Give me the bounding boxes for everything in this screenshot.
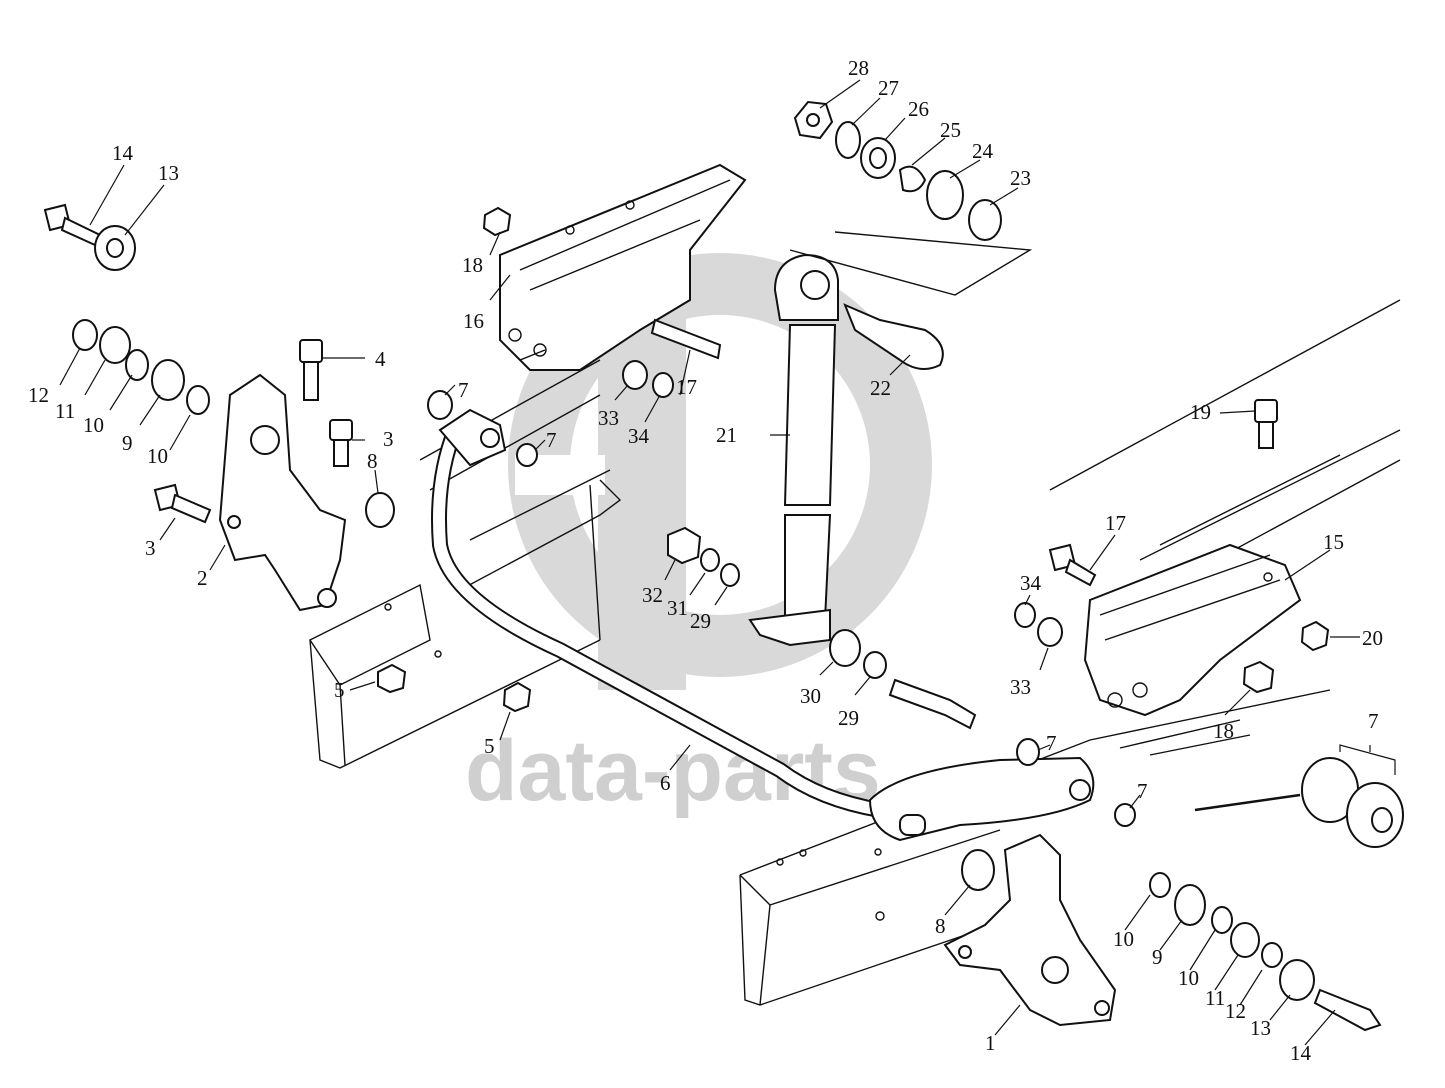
callout-c10b: 10 — [147, 444, 168, 468]
callout-c12a: 12 — [28, 383, 49, 407]
callout-c22: 22 — [870, 376, 891, 400]
callout-c2: 2 — [197, 566, 208, 590]
callout-c21: 21 — [716, 423, 737, 447]
callout-c20: 20 — [1362, 626, 1383, 650]
callout-c9b: 9 — [1152, 945, 1163, 969]
stabilizer-bar — [431, 408, 1095, 842]
shock-absorber — [748, 253, 944, 647]
callout-c28: 28 — [848, 56, 869, 80]
callout-c13b: 13 — [1250, 1016, 1271, 1040]
callout-c29a: 29 — [690, 609, 711, 633]
fasteners — [43, 203, 1404, 1032]
callout-c15: 15 — [1323, 530, 1344, 554]
callout-c26: 26 — [908, 97, 929, 121]
callout-c19: 19 — [1190, 400, 1211, 424]
callout-c7b: 7 — [546, 428, 557, 452]
callout-c14a: 14 — [112, 141, 134, 165]
callout-c5a: 5 — [334, 678, 345, 702]
callout-c1: 1 — [985, 1031, 996, 1055]
callout-c30: 30 — [800, 684, 821, 708]
callout-c14b: 14 — [1290, 1041, 1312, 1065]
callout-c7e: 7 — [1368, 709, 1379, 733]
callout-c32: 32 — [642, 583, 663, 607]
callout-c29b: 29 — [838, 706, 859, 730]
callout-c13a: 13 — [158, 161, 179, 185]
callout-c10d: 10 — [1178, 966, 1199, 990]
knuckle-right — [943, 833, 1117, 1027]
callout-c23: 23 — [1010, 166, 1031, 190]
callout-c8a: 8 — [367, 449, 378, 473]
crossmember — [308, 359, 622, 769]
callout-c10a: 10 — [83, 413, 104, 437]
leader-lines — [59, 79, 1360, 1046]
callout-c4: 4 — [375, 347, 386, 371]
callout-c10c: 10 — [1113, 927, 1134, 951]
callout-numbers: 14 13 12 11 10 9 10 4 3 8 3 2 5 5 6 7 7 … — [28, 56, 1383, 1065]
shock-top-hardware — [789, 100, 1033, 296]
callout-c24: 24 — [972, 139, 994, 163]
bracket-upper — [499, 163, 747, 371]
callout-c18a: 18 — [462, 253, 483, 277]
knuckle-left — [218, 373, 347, 612]
callout-c17b: 17 — [1105, 511, 1126, 535]
watermark-text: data-parts — [465, 723, 881, 819]
callout-c3b: 3 — [145, 536, 156, 560]
callout-c8b: 8 — [935, 914, 946, 938]
callout-c3a: 3 — [383, 427, 394, 451]
callout-c7c: 7 — [1046, 731, 1057, 755]
callout-c25: 25 — [940, 118, 961, 142]
callout-c34b: 34 — [1020, 571, 1042, 595]
callout-c17a: 17 — [676, 375, 697, 399]
callout-c16: 16 — [463, 309, 484, 333]
callout-c12b: 12 — [1225, 999, 1246, 1023]
frame-rail — [739, 299, 1401, 1006]
callout-c6: 6 — [660, 771, 671, 795]
callout-c31: 31 — [667, 596, 688, 620]
callout-c11a: 11 — [55, 399, 75, 423]
bracket-lower-right — [1083, 543, 1302, 717]
callout-c7a: 7 — [458, 378, 469, 402]
callout-c34a: 34 — [628, 424, 650, 448]
callout-c9a: 9 — [122, 431, 133, 455]
callout-c5b: 5 — [484, 734, 495, 758]
callout-c33a: 33 — [598, 406, 619, 430]
callout-c11b: 11 — [1205, 986, 1225, 1010]
callout-c7d: 7 — [1137, 779, 1148, 803]
callout-c33b: 33 — [1010, 675, 1031, 699]
callout-c27: 27 — [878, 76, 899, 100]
callout-c18b: 18 — [1213, 719, 1234, 743]
